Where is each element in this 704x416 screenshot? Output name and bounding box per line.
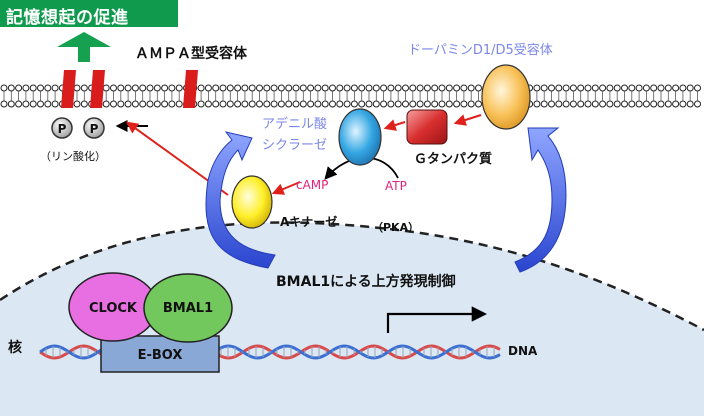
clock-label: CLOCK — [89, 301, 138, 316]
blue-arrow-right — [514, 127, 567, 273]
kinase-a-label: Aキナーゼ — [280, 214, 337, 229]
atp-label: ATP — [385, 179, 407, 193]
transcription-arrow — [386, 306, 488, 333]
ebox-box — [100, 335, 220, 373]
pka-label: （PKA） — [372, 221, 419, 234]
adenylate-cyclase-label-1: アデニル酸 — [262, 116, 327, 132]
red-arrow-camp-to-pka — [271, 181, 301, 195]
blue-arrow-left — [205, 131, 276, 269]
phosphate-circle-1 — [51, 117, 73, 139]
pka-protein — [231, 175, 273, 229]
g-protein-label: Ｇタンパク質 — [414, 151, 492, 167]
phosphate-label-2: P — [90, 122, 99, 136]
dna-label: DNA — [508, 344, 538, 358]
dopamine-receptor-protein — [481, 64, 531, 130]
title-banner: 記憶想起の促進 — [0, 0, 178, 28]
g-protein-box — [406, 109, 448, 145]
ebox-label: E-BOX — [138, 348, 183, 363]
page-title: 記憶想起の促進 — [6, 8, 129, 28]
ampa-receptor-right — [183, 70, 198, 108]
phosphorylation-label: （リン酸化） — [40, 149, 106, 163]
phosphate-label-1: P — [58, 122, 67, 136]
red-arrow-g-to-ac — [383, 119, 406, 131]
bmal1-label: BMAL1 — [163, 301, 213, 316]
dopamine-receptor-label: ドーパミンD1/D5受容体 — [408, 42, 553, 58]
camp-label: cAMP — [296, 178, 328, 192]
green-up-arrow — [57, 32, 111, 62]
cell-membrane — [0, 84, 701, 108]
phosphate-circle-2 — [83, 117, 105, 139]
red-arrow-d1-to-g — [453, 114, 482, 126]
bmal-regulation-label: BMAL1による上方発現制御 — [276, 273, 456, 290]
bmal1-protein — [143, 273, 233, 343]
adenylate-cyclase-protein — [338, 108, 382, 166]
adenylate-cyclase-label-2: シクラーゼ — [262, 138, 327, 153]
nuclear-envelope — [0, 221, 704, 332]
ampa-label: ＡＭＰＡ型受容体 — [135, 45, 248, 62]
nucleus-label: 核 — [8, 339, 22, 356]
ampa-receptor-left — [61, 70, 105, 108]
